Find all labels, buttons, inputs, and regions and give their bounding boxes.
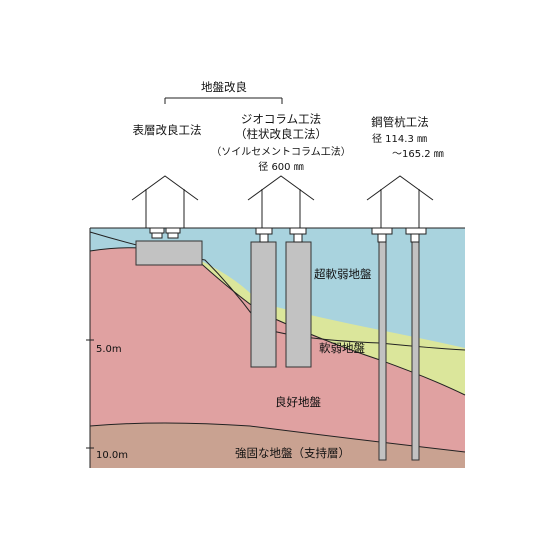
- surface-improvement-block: [135, 240, 203, 266]
- soil-cement-column-left: [250, 241, 277, 368]
- steel-pile-right: [411, 241, 420, 461]
- house-icon-column: [247, 175, 315, 243]
- good-layer: [90, 247, 465, 468]
- column-method-subtitle: （柱状改良工法）: [235, 127, 327, 141]
- surface-method-title: 表層改良工法: [133, 123, 202, 137]
- column-method-diameter: 径 600 ㎜: [258, 160, 303, 173]
- pile-method-diameter-2: ～165.2 ㎜: [392, 149, 444, 160]
- column-method-title: ジオコラム工法: [241, 112, 321, 126]
- bearing-boundary: [89, 422, 466, 453]
- soft-ground-label: 軟弱地盤: [319, 341, 365, 355]
- good-ground-label: 良好地盤: [275, 395, 321, 409]
- house-icon-surface: [131, 175, 199, 239]
- bearing-layer: [90, 423, 465, 468]
- depth-label-10: 10.0m: [96, 450, 128, 461]
- group-label: 地盤改良: [201, 80, 247, 94]
- pile-method-title: 鋼管杭工法: [371, 115, 429, 129]
- group-bracket: [164, 97, 283, 104]
- steel-pile-left: [378, 241, 387, 461]
- very-soft-ground-label: 超軟弱地盤: [314, 267, 372, 281]
- bearing-ground-label: 強固な地盤（支持層）: [235, 446, 350, 460]
- depth-label-5: 5.0m: [96, 344, 122, 355]
- column-method-note: （ソイルセメントコラム工法）: [211, 145, 351, 158]
- pile-method-diameter-1: 径 114.3 ㎜: [372, 132, 427, 145]
- soil-cement-column-right: [285, 241, 312, 368]
- house-icon-pile: [366, 175, 434, 243]
